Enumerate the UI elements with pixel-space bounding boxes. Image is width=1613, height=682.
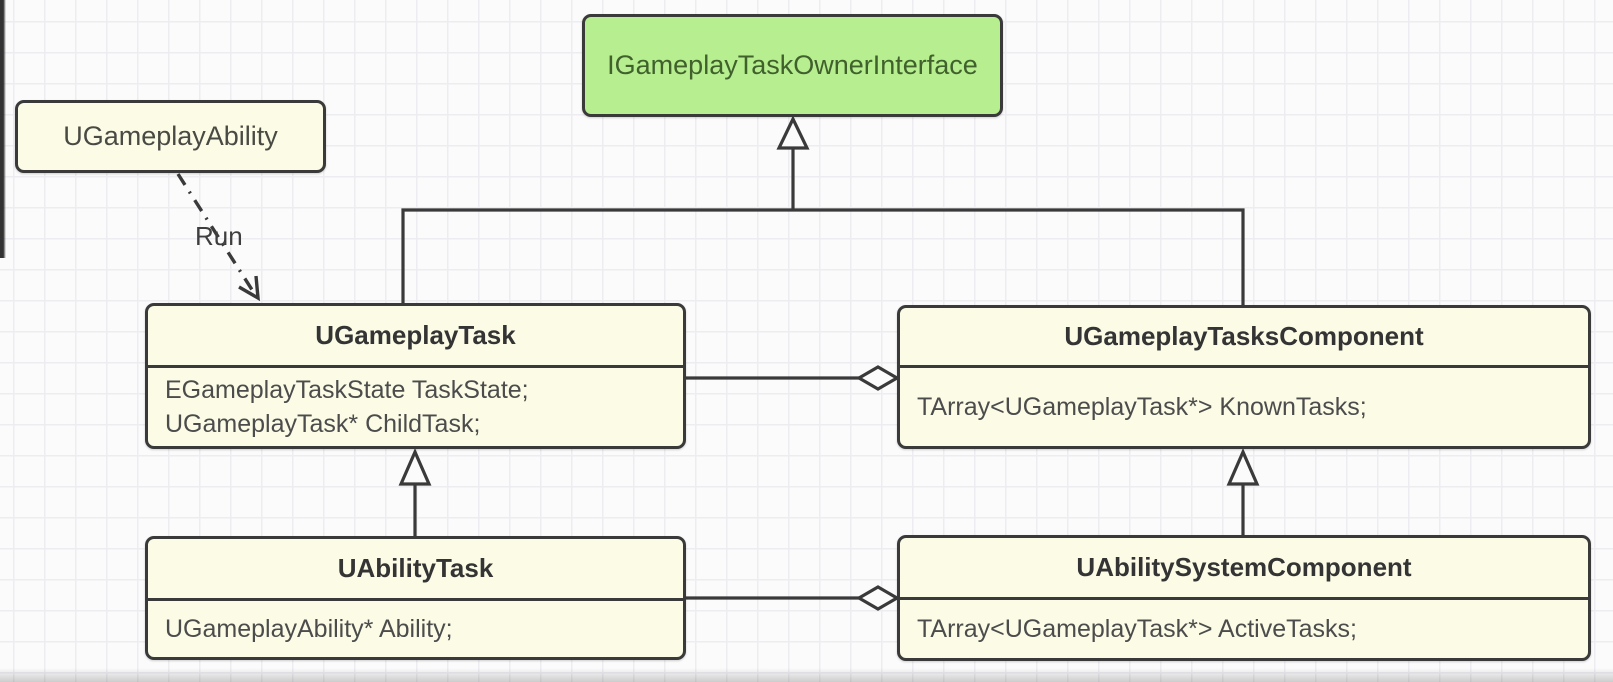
class-members: TArray<UGameplayTask*> KnownTasks; — [900, 368, 1588, 446]
aggregation-edge-activetasks[interactable] — [680, 585, 901, 611]
class-title: UGameplayAbility — [63, 121, 278, 151]
class-members: TArray<UGameplayTask*> ActiveTasks; — [900, 600, 1588, 658]
class-members: EGameplayTaskState TaskState; UGameplayT… — [148, 368, 683, 446]
class-members: UGameplayAbility* Ability; — [148, 601, 683, 657]
class-box-uabilitytask[interactable]: UAbilityTask UGameplayAbility* Ability; — [145, 536, 686, 660]
realization-edge-to-interface[interactable] — [401, 115, 1245, 305]
video-bottom-edge — [0, 668, 1613, 682]
hollow-diamond-icon — [855, 585, 901, 611]
class-title: UAbilityTask — [148, 539, 683, 601]
member-line: TArray<UGameplayTask*> ActiveTasks; — [917, 615, 1357, 643]
run-edge-label: Run — [195, 221, 243, 251]
member-line: UGameplayTask* ChildTask; — [165, 410, 481, 438]
inheritance-edge-abilitytask[interactable] — [398, 448, 432, 536]
hollow-triangle-arrowhead-icon — [1226, 448, 1260, 486]
class-title: UGameplayTasksComponent — [900, 308, 1588, 368]
class-box-ugameplayability[interactable]: UGameplayAbility — [15, 100, 326, 173]
interface-title: IGameplayTaskOwnerInterface — [607, 50, 978, 80]
class-box-ugameplaytaskscomponent[interactable]: UGameplayTasksComponent TArray<UGameplay… — [897, 305, 1591, 449]
open-arrowhead-icon — [238, 275, 260, 302]
class-title: UAbilitySystemComponent — [900, 538, 1588, 600]
hollow-diamond-icon — [855, 365, 901, 391]
class-box-uabilitysystemcomponent[interactable]: UAbilitySystemComponent TArray<UGameplay… — [897, 535, 1591, 661]
member-line: UGameplayAbility* Ability; — [165, 615, 453, 643]
aggregation-edge-knowntasks[interactable] — [680, 365, 901, 391]
class-title: UGameplayTask — [148, 306, 683, 368]
class-box-ugameplaytask[interactable]: UGameplayTask EGameplayTaskState TaskSta… — [145, 303, 686, 449]
hollow-triangle-arrowhead-icon — [776, 115, 810, 150]
hollow-triangle-arrowhead-icon — [398, 448, 432, 486]
member-line: TArray<UGameplayTask*> KnownTasks; — [917, 393, 1367, 421]
video-left-edge — [0, 0, 6, 258]
member-line: EGameplayTaskState TaskState; — [165, 376, 529, 404]
inheritance-edge-abilitysystemcomponent[interactable] — [1226, 448, 1260, 535]
class-box-igameplaytaskownerinterface[interactable]: IGameplayTaskOwnerInterface — [582, 14, 1003, 117]
